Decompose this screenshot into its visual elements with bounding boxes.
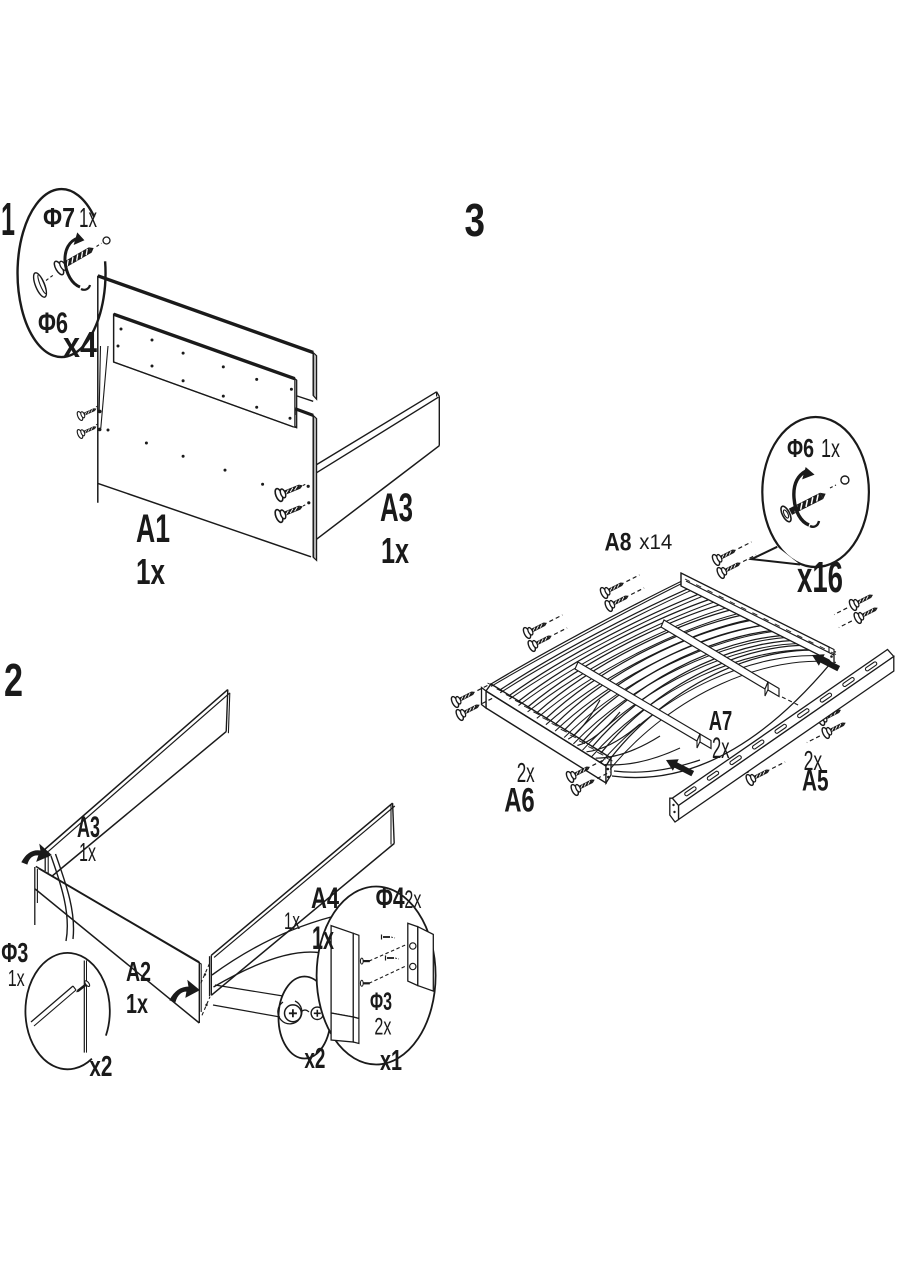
svg-text:A3: A3 xyxy=(380,486,413,530)
svg-text:2x: 2x xyxy=(517,757,535,788)
svg-text:1x: 1x xyxy=(79,837,96,867)
svg-text:A4: A4 xyxy=(311,882,339,915)
svg-text:1: 1 xyxy=(1,193,15,245)
svg-text:x1: x1 xyxy=(380,1045,402,1077)
svg-text:3: 3 xyxy=(465,194,486,246)
svg-text:1x: 1x xyxy=(126,988,148,1019)
svg-text:2x: 2x xyxy=(404,886,421,914)
svg-text:Φ3: Φ3 xyxy=(370,988,392,1016)
svg-text:2x: 2x xyxy=(374,1013,391,1040)
svg-text:A3: A3 xyxy=(77,811,100,844)
svg-text:x2: x2 xyxy=(304,1043,325,1075)
svg-text:2: 2 xyxy=(4,654,23,706)
svg-text:A6: A6 xyxy=(504,781,535,819)
svg-text:x16: x16 xyxy=(797,553,843,602)
svg-text:1x: 1x xyxy=(284,908,300,935)
svg-text:2x: 2x xyxy=(804,745,823,776)
svg-text:Φ7: Φ7 xyxy=(43,202,75,233)
svg-text:1x: 1x xyxy=(381,530,409,571)
svg-text:x4: x4 xyxy=(63,324,97,365)
svg-text:A7: A7 xyxy=(709,705,733,736)
svg-text:1x: 1x xyxy=(8,965,25,991)
svg-text:A2: A2 xyxy=(126,956,151,987)
svg-text:1x: 1x xyxy=(821,433,840,463)
svg-text:1x: 1x xyxy=(79,202,97,233)
svg-text:1x: 1x xyxy=(312,920,334,956)
svg-text:Φ6: Φ6 xyxy=(787,433,814,463)
svg-text:A8: A8 xyxy=(605,529,632,557)
svg-text:x14: x14 xyxy=(639,531,672,554)
svg-text:A5: A5 xyxy=(802,764,829,797)
svg-text:x2: x2 xyxy=(89,1051,112,1083)
svg-text:Φ3: Φ3 xyxy=(1,937,28,968)
svg-text:A1: A1 xyxy=(136,507,170,551)
svg-text:Φ6: Φ6 xyxy=(38,307,68,340)
svg-text:1x: 1x xyxy=(136,551,165,592)
svg-text:Φ4: Φ4 xyxy=(376,882,405,915)
svg-text:2x: 2x xyxy=(712,732,730,765)
